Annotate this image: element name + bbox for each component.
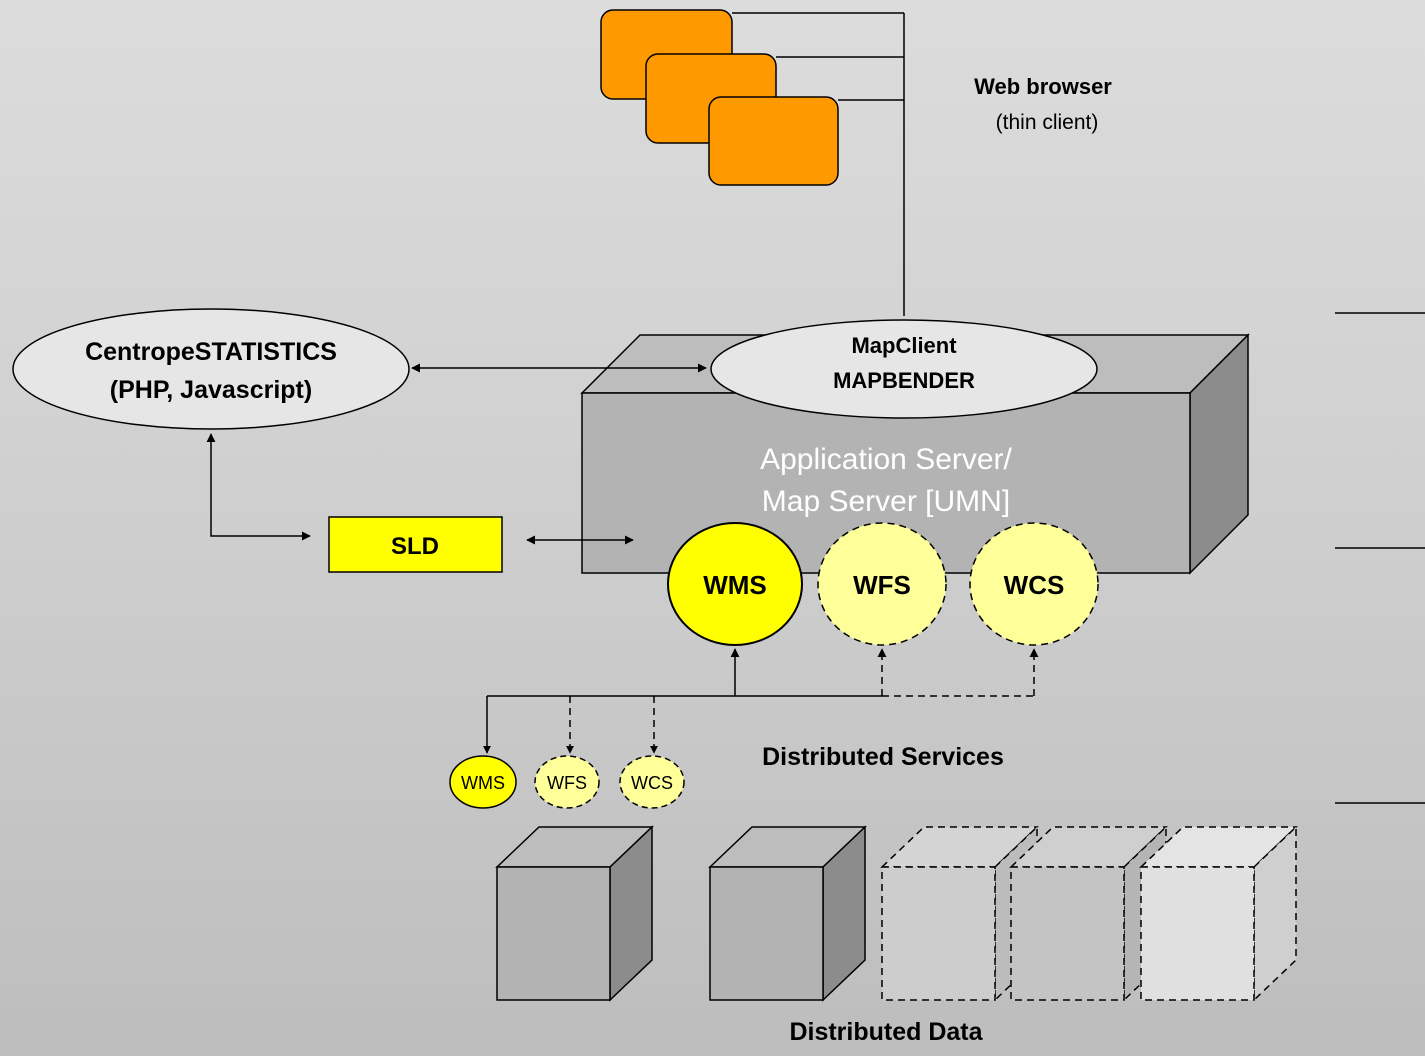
distributed-wcs: [619, 755, 685, 809]
web-browser-icons: [600, 9, 905, 316]
wms-service: [667, 522, 803, 646]
wms-service-label: WMS: [703, 570, 767, 600]
server-label-line2: Map Server [UMN]: [762, 485, 1010, 518]
web-browser-title: Web browser: [974, 74, 1112, 99]
data-cube-3-dashed: [880, 825, 1039, 1002]
data-cube-1: [495, 825, 654, 1002]
mapclient-line2: MAPBENDER: [833, 368, 975, 393]
distributed-wms-label: WMS: [461, 773, 505, 793]
distributed-data-label: Distributed Data: [789, 1018, 983, 1046]
mapclient-ellipse: [710, 319, 1098, 419]
distributed-wms: [449, 755, 517, 809]
web-browser-subtitle: (thin client): [996, 111, 1099, 134]
distributed-wfs: [534, 755, 600, 809]
service-connections: [483, 648, 1039, 754]
statistics-line1: CentropeSTATISTICS: [85, 338, 337, 366]
statistics-line2: (PHP, Javascript): [110, 376, 312, 404]
server-label-line1: Application Server/: [760, 443, 1012, 476]
sld-label: SLD: [391, 533, 439, 560]
mapclient-line1: MapClient: [851, 333, 957, 358]
wcs-service: [969, 522, 1099, 646]
sld-box: [328, 516, 503, 573]
distributed-services-label: Distributed Services: [762, 743, 1004, 771]
wcs-service-label: WCS: [1004, 570, 1065, 600]
distributed-wcs-label: WCS: [631, 773, 673, 793]
right-divider-lines: [1335, 312, 1425, 804]
wfs-service-label: WFS: [853, 570, 911, 600]
statistics-ellipse: [12, 308, 410, 430]
connector-arrows: [206, 363, 707, 545]
data-cube-2: [708, 825, 867, 1002]
distributed-wfs-label: WFS: [547, 773, 587, 793]
wfs-service: [817, 522, 947, 646]
data-cube-5-dashed: [1139, 825, 1298, 1002]
browser-window-3: [708, 96, 839, 186]
